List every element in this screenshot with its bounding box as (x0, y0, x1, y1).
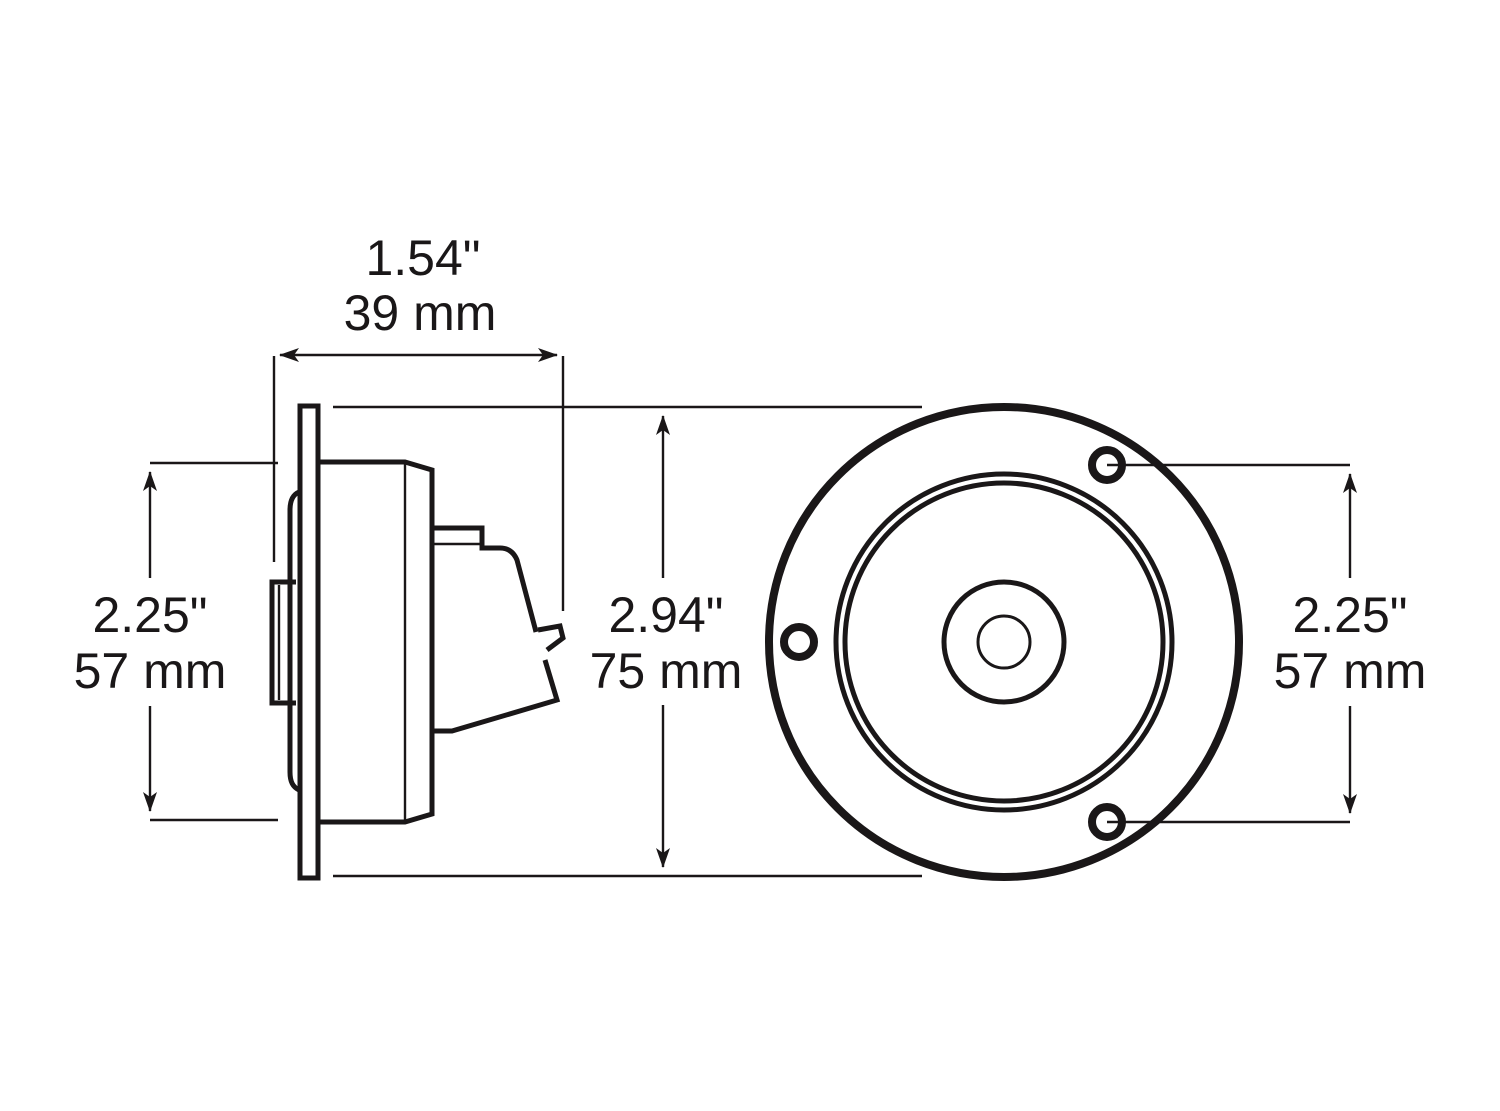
front-flange-ring (765, 403, 1243, 881)
side-mount-mm-label: 57 mm (74, 643, 227, 699)
front-center-hub (976, 614, 1032, 670)
side-mount-dimension: 2.25" 57 mm (74, 461, 278, 822)
front-lens-inner-ring (842, 480, 1166, 804)
mount-hole-left (780, 623, 818, 661)
front-mount-dimension: 2.25" 57 mm (1107, 463, 1427, 824)
side-connector-latch (537, 623, 566, 652)
side-view (269, 403, 566, 881)
front-mount-inches-label: 2.25" (1292, 587, 1407, 643)
diameter-inches-label: 2.94" (608, 587, 723, 643)
side-lens-back (287, 489, 301, 793)
front-lens-outer-ring (833, 471, 1175, 813)
side-flange (297, 403, 321, 881)
side-back-tab (269, 579, 296, 706)
depth-inches-label: 1.54" (365, 230, 480, 286)
depth-dimension: 1.54" 39 mm (272, 230, 565, 611)
side-mount-inches-label: 2.25" (92, 587, 207, 643)
front-center-ring (941, 579, 1067, 705)
front-mount-mm-label: 57 mm (1274, 643, 1427, 699)
side-connector (429, 525, 561, 782)
diameter-dimension: 2.94" 75 mm (333, 405, 922, 878)
depth-mm-label: 39 mm (344, 285, 497, 341)
front-view (765, 403, 1243, 881)
side-housing (318, 459, 435, 825)
diameter-mm-label: 75 mm (590, 643, 743, 699)
